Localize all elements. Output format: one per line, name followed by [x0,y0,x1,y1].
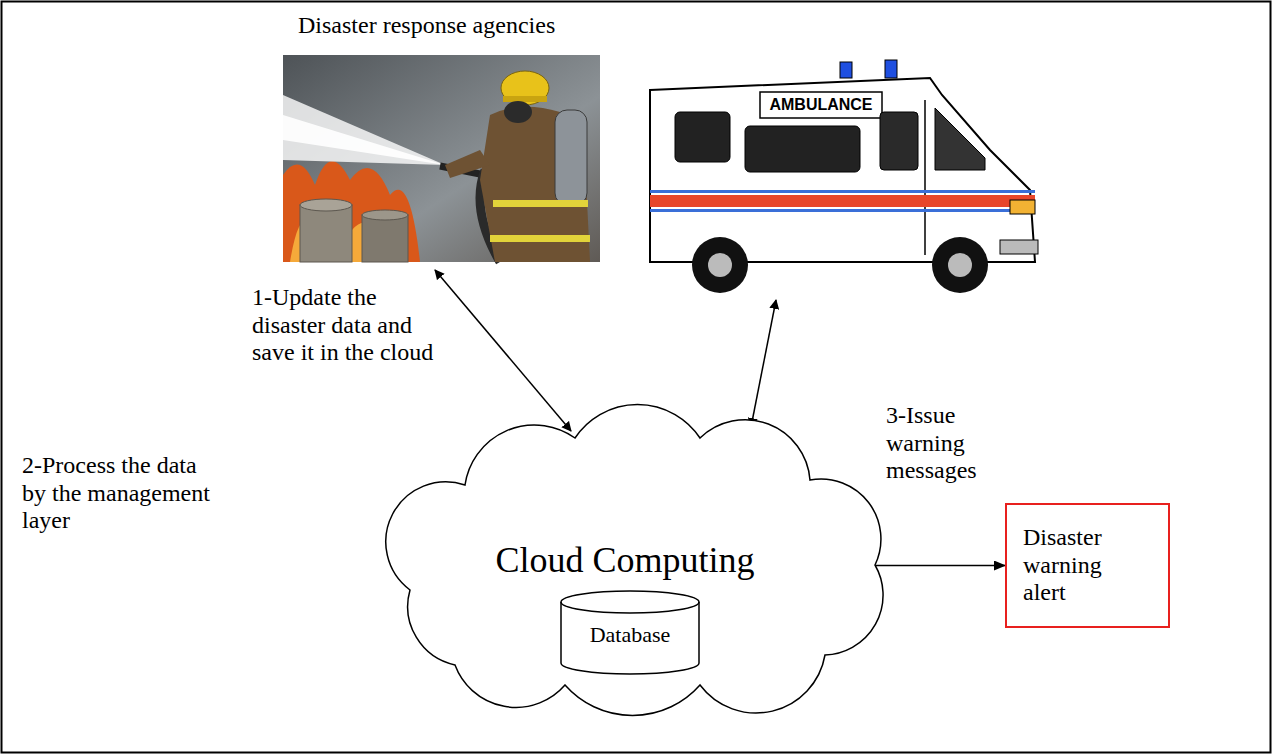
connector-arrow [876,565,1005,567]
diagram-title: Disaster response agencies [298,12,555,40]
double-arrow [435,270,571,431]
database-cylinder: Database [560,590,700,675]
vehicle-sign: AMBULANCE [761,95,881,115]
alert-label: Disaster warning alert [1023,524,1138,607]
database-label: Database [560,622,700,647]
ambulance-drawing [650,60,1038,293]
cloud-label: Cloud Computing [370,540,880,581]
edge-label: 3-Issue warning messages [886,402,991,485]
cloud-shape: Cloud ComputingDatabase [370,400,880,740]
cylinder-body [561,591,699,674]
firefighter-photo [283,55,600,262]
step-note: 2-Process the data by the management lay… [22,452,217,535]
double-arrow [751,300,776,427]
step-note: 1-Update the disaster data and save it i… [252,284,452,367]
alert-box: Disaster warning alert [1005,503,1170,628]
cylinder-lid [561,602,699,613]
